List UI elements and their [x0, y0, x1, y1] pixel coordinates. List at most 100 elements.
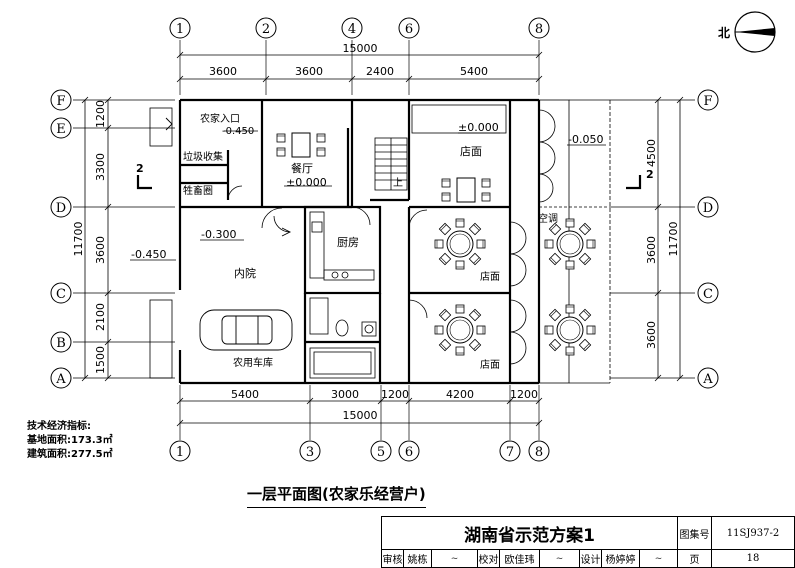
shop-table-top — [441, 177, 491, 203]
level-dining: ±0.000 — [286, 176, 327, 189]
entrance-arrow — [165, 117, 292, 237]
north-label: 北 — [718, 25, 730, 40]
car — [199, 309, 293, 351]
section-markers — [136, 175, 642, 190]
stats-base-area: 基地面积:173.3㎡ — [27, 435, 113, 446]
axis-bubbles-top: 1 2 4 6 8 — [169, 17, 550, 39]
check-label: 校对 — [478, 550, 500, 567]
axis-label-left: E — [56, 122, 66, 137]
axis-bubbles-left: F E D C B A — [50, 89, 72, 389]
toilet-fixtures — [309, 297, 377, 379]
dim-top-seg: 5400 — [460, 65, 488, 78]
north-arrow — [734, 11, 776, 53]
round-table — [435, 219, 485, 269]
section-label-right: 2 — [646, 168, 654, 181]
axis-label-bottom: 6 — [405, 445, 413, 460]
design-label: 设计 — [580, 550, 602, 567]
axis-label-right: F — [703, 94, 712, 109]
dim-left-total: 11700 — [72, 222, 85, 257]
axis-label-top: 8 — [535, 22, 543, 37]
level-shop-top: ±0.000 — [458, 121, 499, 134]
room-label-entrance: 农家入口 — [200, 112, 240, 125]
dimension-top — [176, 51, 543, 83]
walls — [178, 98, 541, 385]
axis-label-left: F — [56, 94, 65, 109]
page-number: 18 — [746, 553, 760, 564]
room-label-ac: 空调 — [538, 212, 558, 225]
atlas-number: 11SJ937-2 — [712, 517, 794, 550]
axis-label-right: C — [703, 287, 713, 302]
dim-bottom-total: 15000 — [343, 409, 378, 422]
round-table — [545, 305, 595, 355]
dim-left-seg: 3300 — [94, 153, 107, 181]
dim-left-seg: 1500 — [94, 346, 107, 374]
review-label: 审核 — [382, 550, 404, 567]
axis-label-right: D — [703, 201, 713, 216]
kitchen-fixtures — [309, 211, 375, 281]
dim-bottom-seg: 3000 — [331, 388, 359, 401]
project-title: 湖南省示范方案1 — [382, 517, 678, 550]
room-label-shop-bottom: 店面 — [480, 358, 500, 371]
dim-bottom-seg: 4200 — [446, 388, 474, 401]
axis-label-left: D — [56, 201, 66, 216]
room-label-garbage: 垃圾收集 — [183, 150, 223, 163]
axis-label-top: 1 — [176, 22, 184, 37]
round-table — [435, 305, 485, 355]
doors — [149, 107, 556, 379]
room-label-garage: 农用车库 — [233, 356, 273, 369]
axis-label-bottom: 1 — [176, 445, 184, 460]
axis-lines — [73, 40, 695, 440]
section-label-left: 2 — [136, 162, 144, 175]
room-label-shop-mid: 店面 — [480, 270, 500, 283]
dim-top-seg: 2400 — [366, 65, 394, 78]
page-label: 页 — [678, 550, 712, 567]
dim-top-seg: 3600 — [295, 65, 323, 78]
dim-right-seg: 3600 — [645, 321, 658, 349]
axis-label-top: 2 — [262, 22, 270, 37]
axis-label-top: 6 — [405, 22, 413, 37]
atlas-label: 图集号 — [678, 517, 712, 550]
round-table — [545, 219, 595, 269]
room-label-dining: 餐厅 — [291, 161, 313, 175]
dining-table — [276, 132, 326, 158]
level-marks — [130, 130, 606, 261]
axis-label-bottom: 3 — [306, 445, 314, 460]
axis-bubbles-right: F D C A — [697, 89, 719, 389]
dimension-right — [654, 96, 684, 382]
room-label-courtyard: 内院 — [234, 266, 256, 280]
stair-up-label: 上 — [393, 177, 403, 189]
title-block: 湖南省示范方案1 图集号 11SJ937-2 审核 姚栋 ~ 校对 欧佳玮 ~ … — [381, 516, 795, 568]
stats-heading: 技术经济指标: — [27, 421, 91, 432]
dim-bottom-seg: 1200 — [510, 388, 538, 401]
axis-label-left: C — [56, 287, 66, 302]
dim-top-seg: 3600 — [209, 65, 237, 78]
axis-label-top: 4 — [348, 22, 356, 37]
dim-bottom-seg: 5400 — [231, 388, 259, 401]
axis-label-right: A — [702, 372, 713, 387]
reviewer-signature: ~ — [432, 550, 478, 567]
tech-stats: 技术经济指标: 基地面积:173.3㎡ 建筑面积:277.5㎡ — [27, 420, 113, 462]
reviewer-name: 姚栋 — [404, 550, 432, 567]
axis-label-left: B — [56, 336, 66, 351]
dim-top-total: 15000 — [343, 42, 378, 55]
level-porch: -0.050 — [568, 133, 603, 146]
stair — [374, 104, 507, 191]
dimension-left — [81, 96, 112, 382]
plan-title: 一层平面图(农家乐经营户) — [247, 483, 426, 508]
room-label-shop-top: 店面 — [460, 144, 482, 158]
designer-name: 杨婷婷 — [602, 550, 640, 567]
stats-building-area: 建筑面积:277.5㎡ — [27, 449, 113, 460]
designer-signature: ~ — [640, 550, 678, 567]
checker-signature: ~ — [540, 550, 580, 567]
axis-bubbles-bottom: 1 3 5 6 7 8 — [169, 440, 550, 462]
checker-name: 欧佳玮 — [500, 550, 540, 567]
axis-label-left: A — [55, 372, 66, 387]
dim-left-seg: 3600 — [94, 236, 107, 264]
dim-bottom-seg: 1200 — [381, 388, 409, 401]
dim-right-seg: 4500 — [645, 139, 658, 167]
axis-label-bottom: 8 — [535, 445, 543, 460]
dimension-bottom — [176, 397, 543, 427]
level-left: -0.450 — [131, 248, 166, 261]
axis-label-bottom: 5 — [377, 445, 385, 460]
